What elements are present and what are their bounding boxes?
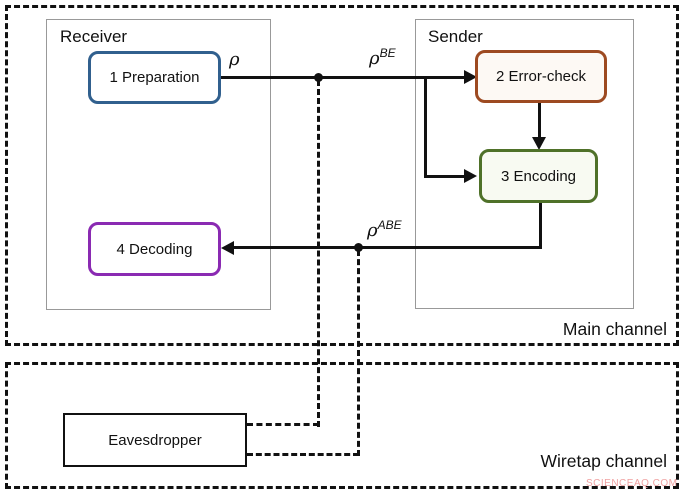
arrowhead-into-encoding-top <box>532 137 546 150</box>
eavesdrop-tap2-vertical-line <box>357 250 360 456</box>
rho-be-label: ρBE <box>369 46 396 69</box>
wiretap-channel-label: Wiretap channel <box>540 451 667 471</box>
junction-dot-rho-abe <box>354 243 363 252</box>
edge-encoding-down-vertical <box>539 203 542 249</box>
main-channel-label: Main channel <box>562 319 667 339</box>
receiver-label: Receiver <box>60 27 128 46</box>
encoding-node: 3 Encoding <box>479 149 598 203</box>
edge-preparation-to-errorcheck <box>221 76 467 79</box>
rho-label: ρ <box>229 49 240 70</box>
eavesdrop-tap2-horizontal-line <box>247 453 359 456</box>
main-channel-region <box>5 5 679 346</box>
encoding-node-label: 3 Encoding <box>500 167 577 185</box>
watermark-text: SCIENCEAQ.COM <box>586 478 678 489</box>
error-check-node: 2 Error-check <box>475 50 607 103</box>
edge-branch-vertical <box>424 76 427 178</box>
sender-label: Sender <box>428 27 483 46</box>
arrowhead-into-errorcheck <box>464 70 477 84</box>
edge-errorcheck-to-encoding <box>538 103 541 139</box>
preparation-node: 1 Preparation <box>88 51 221 104</box>
wiretap-channel-region <box>5 362 679 489</box>
edge-encoding-to-decoding <box>233 246 542 249</box>
eavesdrop-tap1-vertical-line <box>317 80 320 427</box>
decoding-node-label: 4 Decoding <box>116 240 193 258</box>
edge-branch-to-encoding <box>424 175 465 178</box>
error-check-node-label: 2 Error-check <box>495 68 587 85</box>
eavesdropper-node-label: Eavesdropper <box>108 431 202 449</box>
eavesdrop-tap1-horizontal-line <box>247 423 319 426</box>
arrowhead-into-encoding-left <box>464 169 477 183</box>
rho-abe-label: ρABE <box>367 218 402 241</box>
decoding-node: 4 Decoding <box>88 222 221 276</box>
eavesdropper-node: Eavesdropper <box>63 413 247 467</box>
preparation-node-label: 1 Preparation <box>109 69 200 86</box>
junction-dot-rho-be <box>314 73 323 82</box>
arrowhead-into-decoding <box>221 241 234 255</box>
